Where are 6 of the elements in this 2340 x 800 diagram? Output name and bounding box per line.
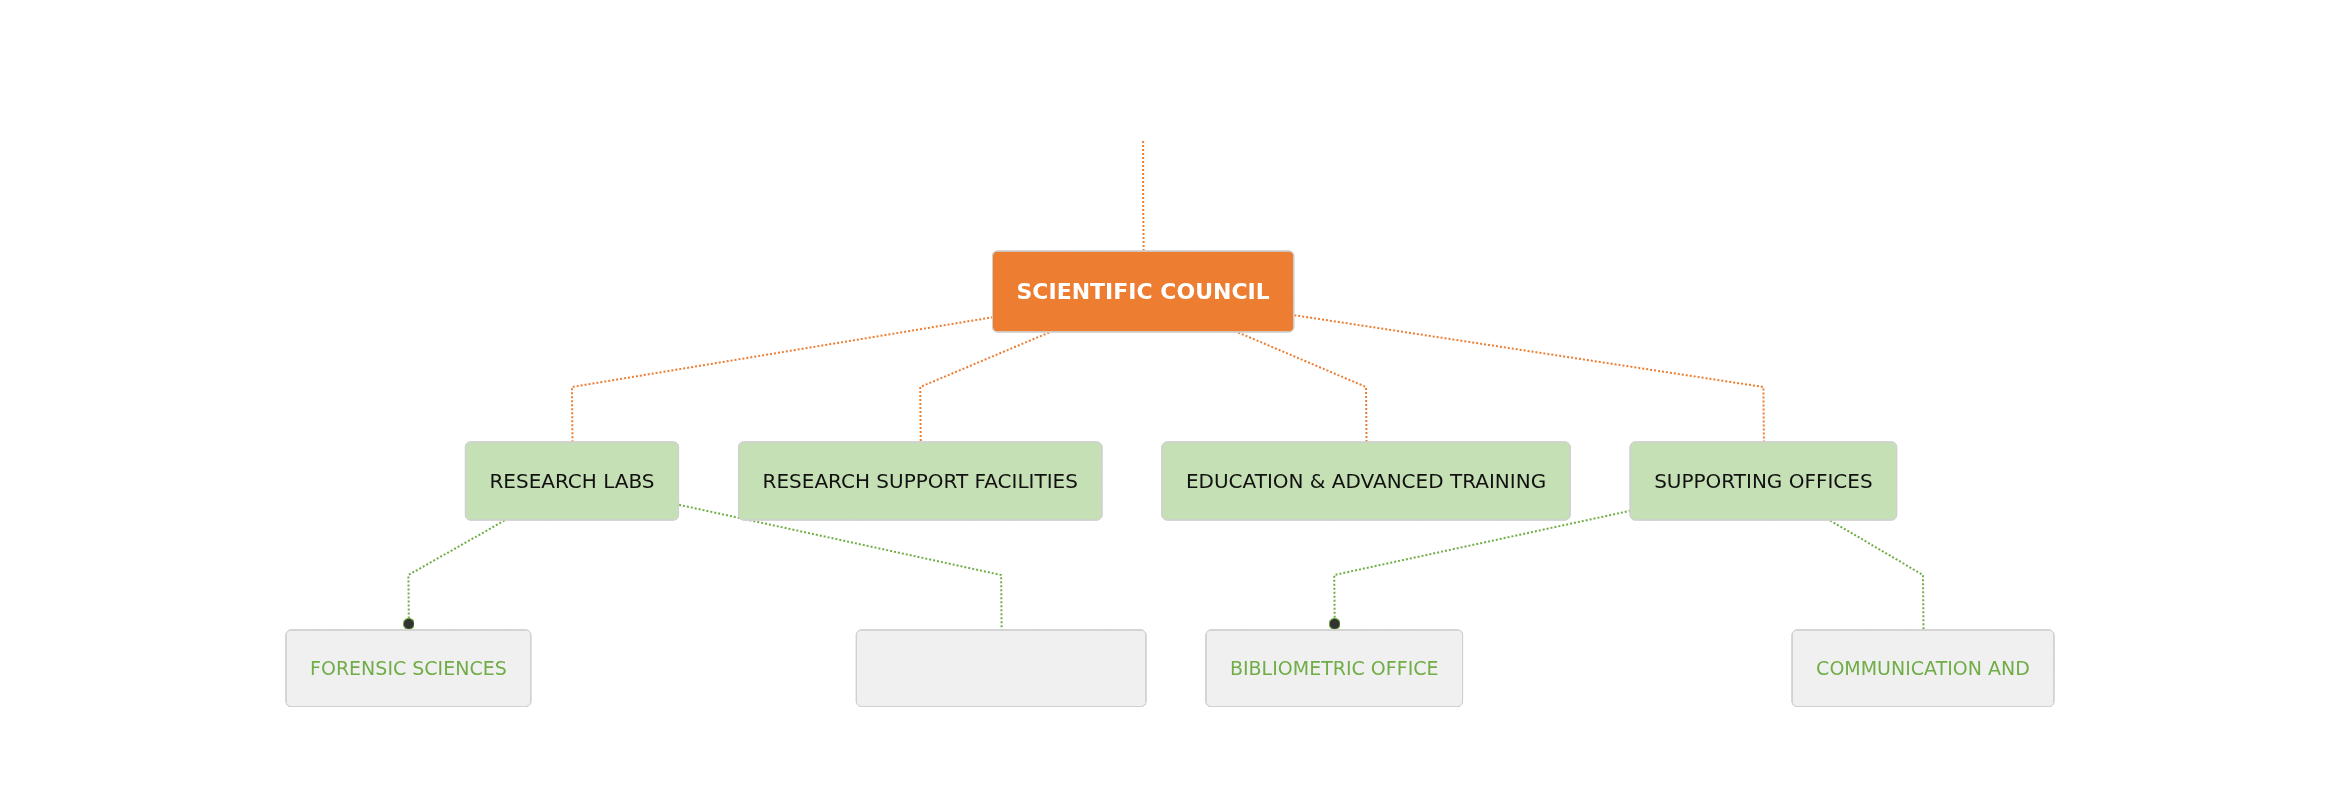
connector xyxy=(1829,519,1925,632)
connector xyxy=(1237,331,1368,444)
connector xyxy=(402,519,506,632)
connector xyxy=(1142,140,1145,253)
connector xyxy=(919,331,1051,444)
connector xyxy=(1293,314,1765,444)
